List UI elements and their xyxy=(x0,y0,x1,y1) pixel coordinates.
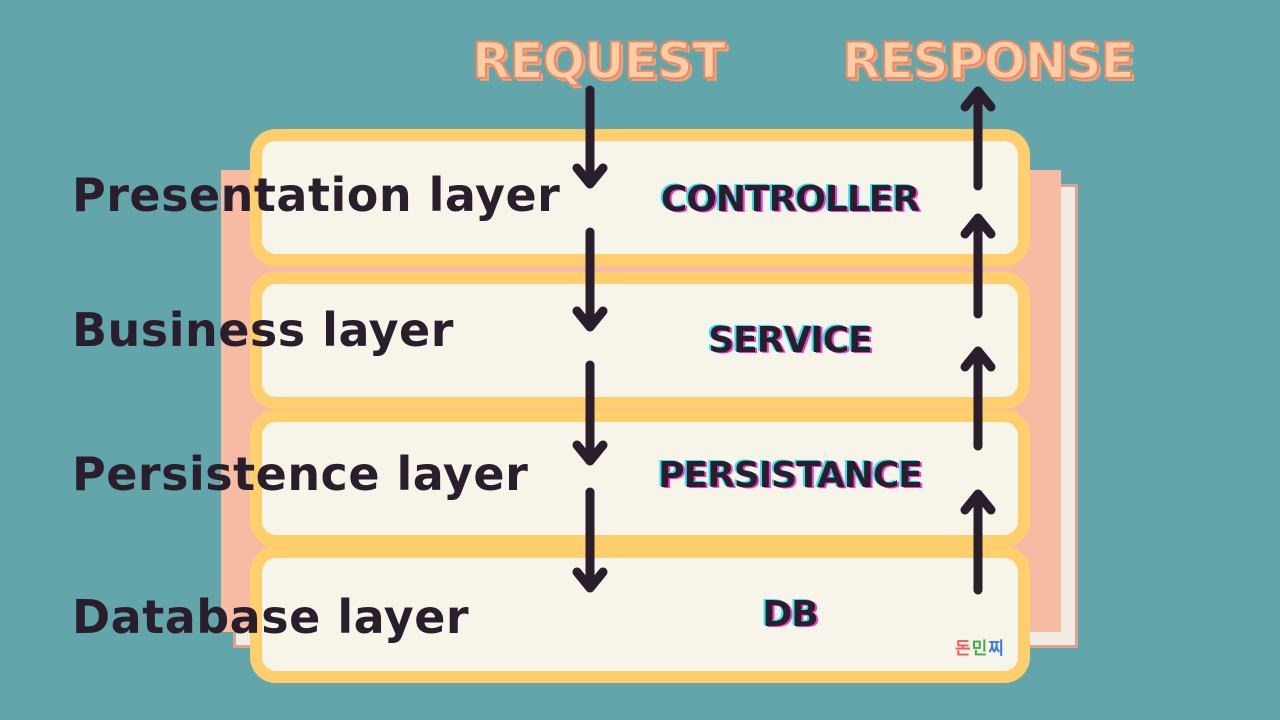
request-arrow-down-icon xyxy=(572,227,608,332)
presentation-layer-box xyxy=(250,129,1030,266)
presentation-layer-label: Presentation layer xyxy=(72,168,561,222)
persistence-layer-label: Persistence layer xyxy=(72,447,529,501)
database-layer-label: Database layer xyxy=(72,590,470,644)
request-arrow-down-icon xyxy=(572,85,608,189)
db-label: DB xyxy=(762,594,818,635)
business-layer-label: Business layer xyxy=(72,303,454,357)
request-title: REQUEST xyxy=(471,32,727,90)
watermark-logo: 돈민찌 xyxy=(955,641,1005,658)
response-title: RESPONSE xyxy=(841,32,1136,90)
response-arrow-up-icon xyxy=(960,213,996,319)
controller-label: CONTROLLER xyxy=(660,179,920,220)
response-arrow-up-icon xyxy=(960,489,996,595)
service-label: SERVICE xyxy=(708,320,873,361)
watermark-char: 돈 xyxy=(955,639,971,659)
request-arrow-down-icon xyxy=(572,360,608,466)
response-arrow-up-icon xyxy=(960,346,996,451)
database-layer-box xyxy=(250,546,1030,683)
business-layer-box xyxy=(250,272,1030,409)
watermark-char: 민 xyxy=(971,639,988,659)
persistence-layer-box xyxy=(250,410,1030,547)
watermark-char: 찌 xyxy=(988,639,1004,659)
request-arrow-down-icon xyxy=(572,487,608,593)
persistance-label: PERSISTANCE xyxy=(658,455,923,496)
response-arrow-up-icon xyxy=(960,86,996,191)
